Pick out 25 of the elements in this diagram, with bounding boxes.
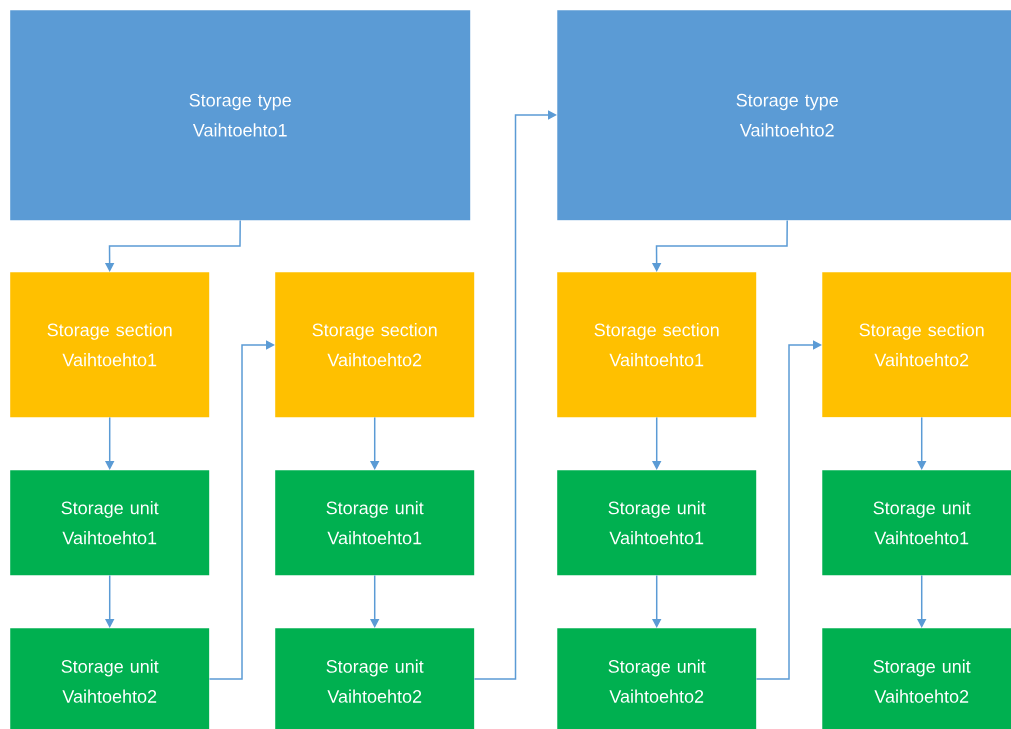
storage-unit-box: Storage unit Vaihtoehto1 [557, 470, 757, 576]
storage-unit-box: Storage unit Vaihtoehto1 [822, 470, 1011, 576]
arrow [755, 340, 822, 680]
arrow [917, 416, 927, 470]
storage-section-box: Storage section Vaihtoehto1 [10, 272, 210, 418]
arrow [370, 416, 380, 470]
arrow [370, 574, 380, 628]
storage-unit-box: Storage unit Vaihtoehto2 [10, 628, 210, 729]
storage-type-box: Storage type Vaihtoehto1 [10, 10, 471, 221]
storage-unit-box: Storage unit Vaihtoehto2 [822, 628, 1011, 729]
storage-unit-box: Storage unit Vaihtoehto2 [557, 628, 757, 729]
storage-type-box: Storage type Vaihtoehto2 [557, 10, 1011, 221]
arrow [652, 574, 662, 628]
storage-unit-box: Storage unit Vaihtoehto1 [275, 470, 475, 576]
storage-unit-box: Storage unit Vaihtoehto1 [10, 470, 210, 576]
storage-unit-box: Storage unit Vaihtoehto2 [275, 628, 475, 729]
arrow [105, 574, 115, 628]
arrow [473, 110, 557, 680]
storage-section-box: Storage section Vaihtoehto2 [822, 272, 1011, 418]
arrow [917, 574, 927, 628]
arrow [105, 416, 115, 470]
arrow [652, 416, 662, 470]
storage-section-box: Storage section Vaihtoehto2 [275, 272, 475, 418]
arrow [208, 340, 275, 680]
storage-section-box: Storage section Vaihtoehto1 [557, 272, 757, 418]
